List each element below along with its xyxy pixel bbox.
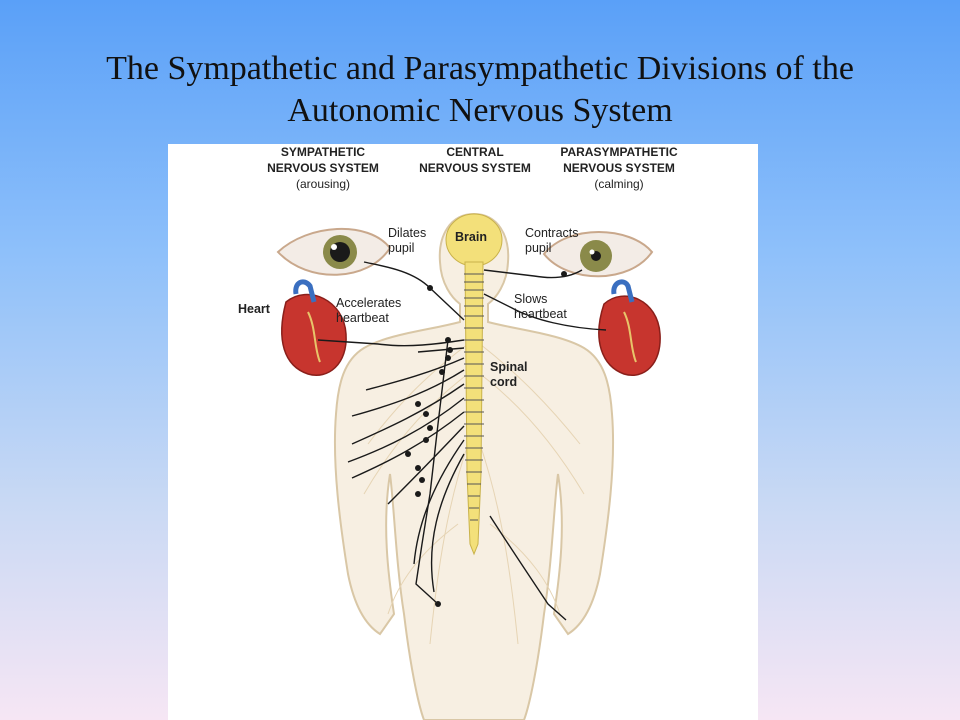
label-heart: Heart [238,302,270,316]
label-spinal-cord: Spinal cord [490,360,528,390]
label-slows-line2: heartbeat [514,307,567,321]
label-spinal-line1: Spinal [490,360,528,374]
slide-title: The Sympathetic and Parasympathetic Divi… [20,48,940,132]
header-sympathetic-line3: (arousing) [295,177,351,191]
label-spinal-line2: cord [490,375,518,389]
header-sympathetic-line1: SYMPATHETIC [280,145,366,159]
header-parasympathetic-line2: NERVOUS SYSTEM [563,161,675,175]
nerve-pathways [317,261,607,621]
header-parasympathetic-line1: PARASYMPATHETIC [560,145,678,159]
header-parasympathetic-line3: (calming) [594,177,644,191]
label-accelerates-heartbeat: Accelerates heartbeat [336,296,401,326]
label-dilates-line2: pupil [388,241,415,255]
left-eye [276,228,392,276]
spinal-cord-segments [464,273,484,521]
header-sympathetic: SYMPATHETIC NERVOUS SYSTEM (arousing) [248,144,398,192]
spinal-cord-shape [464,261,484,556]
label-contracts-line1: Contracts [525,226,579,240]
left-heart [281,279,347,376]
label-accelerates-line2: heartbeat [336,311,389,325]
label-contracts-line2: pupil [525,241,552,255]
central-nervous-system [445,213,503,556]
slide-title-line1: The Sympathetic and Parasympathetic Divi… [106,50,854,87]
label-slows-heartbeat: Slows heartbeat [514,292,567,322]
nervous-system-illustration [276,212,661,720]
label-dilates-line1: Dilates [388,226,427,240]
header-sympathetic-line2: NERVOUS SYSTEM [267,161,379,175]
header-central-line1: CENTRAL [446,145,504,159]
label-slows-line1: Slows [514,292,548,306]
right-heart [598,279,661,376]
nervous-system-figure: SYMPATHETIC NERVOUS SYSTEM (arousing) CE… [168,144,758,720]
peripheral-nerve-lines [363,343,585,645]
label-contracts-pupil: Contracts pupil [525,226,579,256]
header-parasympathetic: PARASYMPATHETIC NERVOUS SYSTEM (calming) [544,144,694,192]
header-central-line2: NERVOUS SYSTEM [419,161,531,175]
header-central: CENTRAL NERVOUS SYSTEM [400,144,550,176]
right-eye [542,231,654,278]
ganglia [405,271,567,607]
label-brain: Brain [455,230,487,244]
label-dilates-pupil: Dilates pupil [388,226,426,256]
label-accelerates-line1: Accelerates [336,296,402,310]
slide-title-line2: Autonomic Nervous System [287,92,673,129]
